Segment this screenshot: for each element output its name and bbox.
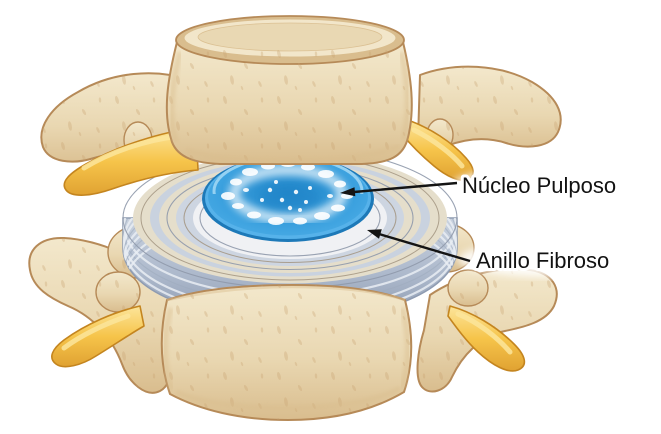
annotations: Núcleo Pulposo Anillo Fibroso — [340, 166, 661, 277]
upper-vertebral-body — [165, 15, 413, 165]
annulus-arrowhead — [367, 229, 382, 239]
nucleus-annotation: Núcleo Pulposo — [340, 166, 661, 202]
nucleus-arrowhead — [340, 187, 356, 197]
nerve-root-lower-left — [51, 305, 145, 368]
annulus-annotation: Anillo Fibroso — [367, 229, 654, 277]
nerve-root-upper-left — [63, 127, 199, 196]
nucleus-leader-line — [353, 181, 458, 194]
annulus-leader-line — [378, 232, 471, 263]
spinal-nerve-roots — [51, 119, 526, 372]
lower-vertebral-body — [160, 284, 413, 421]
nucleus-pulposus — [202, 155, 374, 242]
nucleus-label: Núcleo Pulposo — [462, 173, 616, 198]
intervertebral-disc — [122, 147, 458, 321]
nerve-root-lower-right — [447, 305, 526, 372]
annulus-label: Anillo Fibroso — [476, 248, 609, 273]
